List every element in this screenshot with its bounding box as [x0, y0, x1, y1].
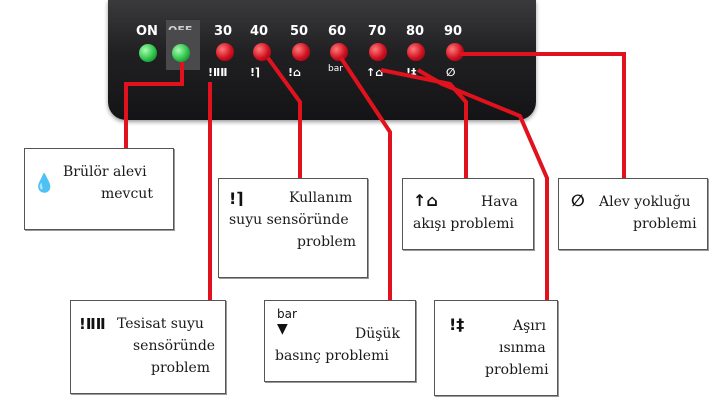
legend-alev-line1: Alev yokluğu [599, 194, 691, 210]
tap-icon: !⌉ [229, 189, 244, 208]
legend-kullanim-line3: problem [297, 234, 357, 250]
led-50 [292, 43, 310, 61]
scale-label-50: 50 [290, 24, 309, 39]
legend-alev-yoklugu: ∅ Alev yokluğu problemi [558, 178, 708, 250]
thermometer-symbol-icon: !‡ [406, 66, 417, 79]
airflow-symbol-icon: ↑⌂ [366, 66, 384, 79]
airflow-icon: ↑⌂ [413, 191, 438, 210]
tesisat-symbol-icon: !ⅡⅡ [208, 66, 228, 79]
connector-hava [380, 68, 468, 180]
legend-brulor-line2: mevcut [101, 186, 153, 202]
tesisat-radiator-icon: !ⅡⅡ [79, 315, 106, 333]
legend-basinc-line1: Düşük [355, 326, 400, 342]
legend-dusuk-basinc: bar ▼ Düşük basınç problemi [264, 300, 416, 382]
scale-label-70: 70 [368, 24, 387, 39]
scale-label-80: 80 [406, 24, 425, 39]
pressure-down-icon: ▼ [277, 321, 288, 337]
house-symbol-icon: !⌂ [288, 66, 301, 79]
scale-label-40: 40 [250, 24, 269, 39]
flame-off-icon: ∅ [571, 191, 585, 210]
off-label: OFF [168, 24, 192, 30]
legend-asiri-isinma: !‡ Aşırı ısınma problemi [434, 300, 558, 396]
off-led [172, 44, 190, 62]
legend-tesisat-line1: Tesisat suyu [117, 316, 204, 332]
bar-label-icon: bar [277, 307, 297, 321]
led-90 [446, 43, 464, 61]
legend-brulor-alevi: 💧 Brülör alevi mevcut [24, 148, 174, 230]
legend-alev-line2: problemi [633, 216, 697, 232]
legend-kullanim-line2: suyu sensöründe [229, 212, 349, 228]
scale-label-90: 90 [444, 24, 463, 39]
legend-tesisat-line3: problem [151, 360, 211, 376]
led-80 [407, 43, 425, 61]
connector-isinma [416, 68, 549, 302]
led-40 [253, 43, 271, 61]
scale-label-60: 60 [328, 24, 347, 39]
legend-basinc-line2: basınç problemi [275, 348, 389, 364]
led-60 [330, 43, 348, 61]
legend-hava-line1: Hava [481, 194, 518, 210]
led-70 [369, 43, 387, 61]
legend-isinma-line3: problemi [485, 362, 549, 378]
on-led [139, 44, 157, 62]
connector-kullanim [266, 56, 302, 180]
legend-kullanim-line1: Kullanım [289, 190, 353, 206]
legend-kullanim-suyu: !⌉ Kullanım suyu sensöründe problem [218, 178, 368, 278]
legend-hava-line2: akışı problemi [413, 216, 514, 232]
legend-hava-akisi: ↑⌂ Hava akışı problemi [402, 178, 534, 250]
legend-tesisat-line2: sensöründe [133, 338, 216, 354]
led-30 [216, 43, 234, 61]
connector-brulor [124, 62, 184, 150]
connector-alev [460, 52, 626, 180]
legend-brulor-line1: Brülör alevi [63, 164, 147, 180]
scale-label-30: 30 [214, 24, 233, 39]
connector-basinc [339, 56, 392, 302]
flame-off-symbol-icon: ∅ [446, 66, 456, 79]
bar-symbol-icon: bar [328, 64, 343, 74]
legend-isinma-line2: ısınma [499, 340, 546, 356]
legend-isinma-line1: Aşırı [513, 318, 546, 334]
thermometer-icon: !‡ [449, 315, 465, 334]
legend-tesisat-suyu: !ⅡⅡ Tesisat suyu sensöründe problem [70, 300, 226, 394]
flame-drop-icon: 💧 [33, 173, 56, 194]
on-label: ON [136, 24, 158, 39]
tap-symbol-icon: !⌉ [250, 66, 261, 79]
